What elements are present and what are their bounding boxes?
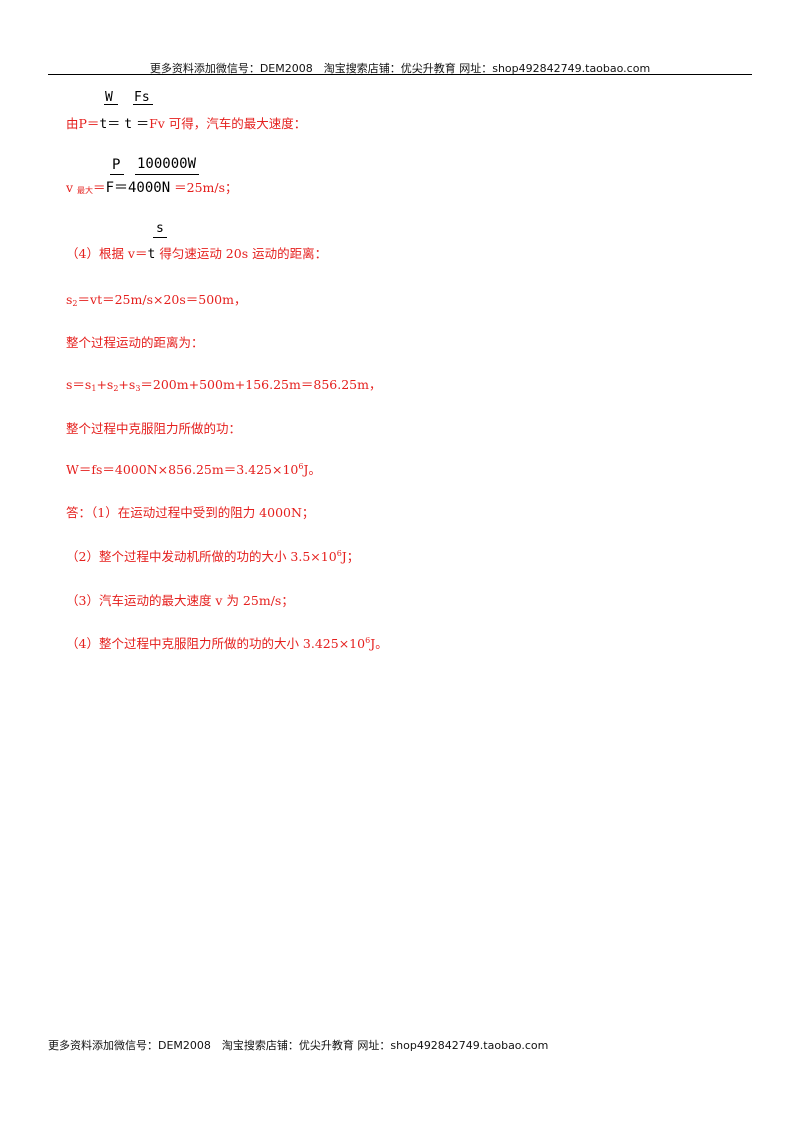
equation-power-line: 由P＝t＝ t ＝Fv 可得，汽车的最大速度：	[66, 116, 307, 132]
fraction-w-over-t: W	[105, 90, 113, 105]
answer-2: （2）整个过程中发动机所做的功的大小 3.5×106J；	[66, 549, 360, 564]
fraction-bar	[110, 174, 124, 175]
answer-3: （3）汽车运动的最大速度 v 为 25m/s；	[66, 593, 294, 608]
numerator: s	[156, 221, 164, 236]
numerator: W	[105, 90, 113, 105]
fraction-p-over-f: P	[112, 157, 120, 173]
fraction-bar	[133, 104, 153, 105]
denominator: t	[99, 117, 108, 132]
denominator: t	[147, 247, 156, 262]
numerator: Fs	[134, 90, 150, 105]
answer-4: （4）整个过程中克服阻力所做的功的大小 3.425×106J。	[66, 636, 388, 651]
denominator: 4000N	[128, 180, 171, 196]
line-work: W＝fs＝4000N×856.25m＝3.425×106J。	[66, 462, 321, 477]
page-footer: 更多资料添加微信号：DEM2008 淘宝搜索店铺：优尖升教育 网址：shop49…	[48, 1039, 549, 1052]
fraction-bar	[153, 237, 167, 238]
fraction-bar	[135, 174, 199, 175]
fraction-bar	[104, 104, 118, 105]
equation-max-speed-line: v 最大＝F＝4000N ＝25m/s；	[66, 180, 238, 196]
line-total-title: 整个过程运动的距离为：	[66, 335, 204, 350]
denominator: t	[124, 117, 133, 132]
numerator: 100000W	[137, 156, 197, 172]
line-work-title: 整个过程中克服阻力所做的功：	[66, 421, 242, 436]
fraction-s-over-t: s	[156, 221, 164, 236]
page-header: 更多资料添加微信号：DEM2008 淘宝搜索店铺：优尖升教育 网址：shop49…	[149, 62, 651, 75]
fraction-fs-over-t: Fs	[134, 90, 150, 105]
denominator: F	[105, 180, 114, 196]
line-s2: s2＝vt＝25m/s×20s＝500m，	[66, 292, 247, 308]
line-total-distance: s＝s1+s2+s3＝200m+500m+156.25m＝856.25m，	[66, 377, 382, 393]
header-rule	[48, 74, 752, 75]
answer-1: 答：（1）在运动过程中受到的阻力 4000N；	[66, 505, 315, 520]
numerator: P	[112, 157, 121, 173]
equation-distance-line: （4）根据 v＝t 得匀速运动 20s 运动的距离：	[66, 246, 328, 262]
fraction-power-over-force: 100000W	[137, 156, 196, 172]
